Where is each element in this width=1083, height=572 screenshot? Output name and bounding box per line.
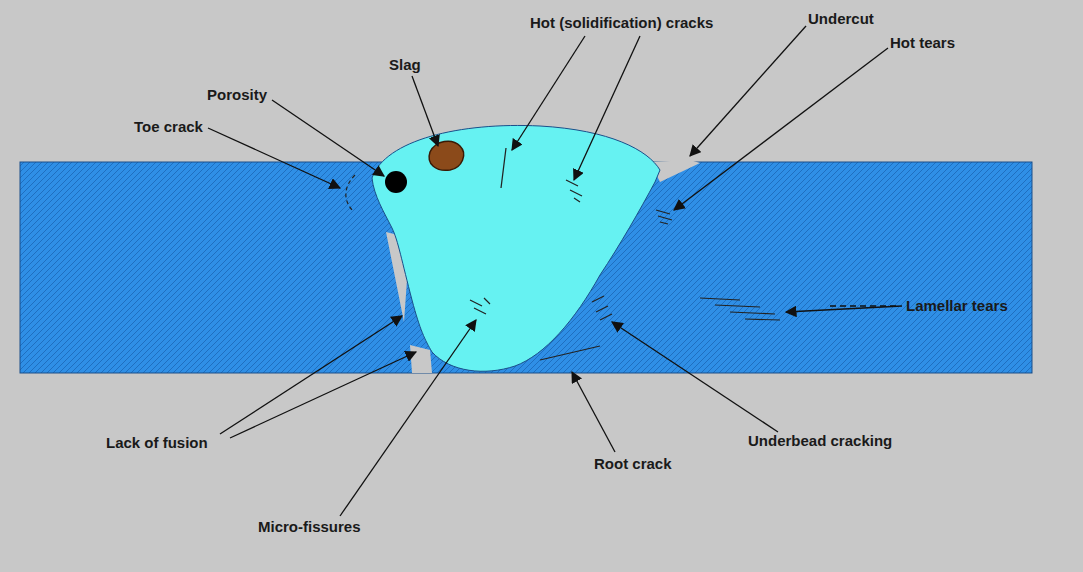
- defect-label: Toe crack: [132, 118, 205, 136]
- defect-label: Lack of fusion: [104, 434, 210, 452]
- defect-label: Hot (solidification) cracks: [528, 14, 715, 32]
- defect-label: Undercut: [806, 10, 876, 28]
- defect-label: Slag: [387, 56, 423, 74]
- leader-arrows: [208, 26, 902, 516]
- defect-label: Root crack: [592, 455, 674, 473]
- defect-label: Micro-fissures: [256, 518, 363, 536]
- defect-label: Hot tears: [888, 34, 957, 52]
- defect-label: Underbead cracking: [746, 432, 894, 450]
- leader-dash: [830, 305, 900, 306]
- defect-label: Lamellar tears: [904, 297, 1010, 315]
- porosity-pore: [385, 171, 407, 193]
- slag-inclusion: [429, 141, 464, 170]
- defect-label: Porosity: [205, 86, 269, 104]
- lack-of-fusion: [410, 345, 432, 373]
- weld-bead: [372, 125, 660, 371]
